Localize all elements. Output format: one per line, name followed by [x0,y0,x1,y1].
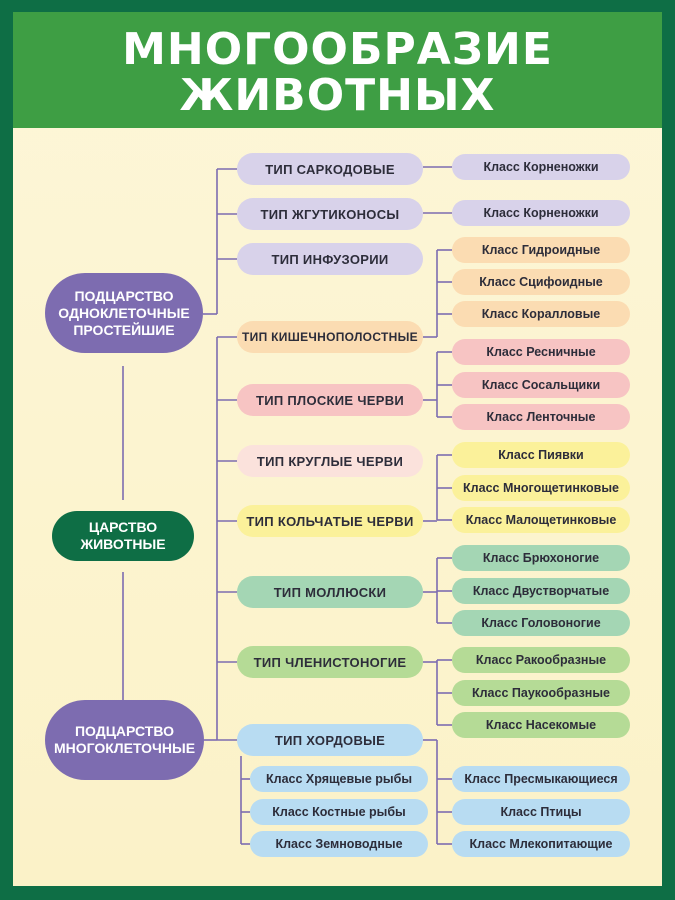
class-cestoda: Класс Ленточные [452,404,630,430]
content-panel: МНОГООБРАЗИЕ ЖИВОТНЫХ [13,12,662,886]
class-chondrichthyes: Класс Хрящевые рыбы [250,766,428,792]
class-aves: Класс Птицы [452,799,630,825]
class-crustacea: Класс Ракообразные [452,647,630,673]
class-bivalvia: Класс Двустворчатые [452,578,630,604]
class-gastropoda: Класс Брюхоногие [452,545,630,571]
subkingdom-protozoa-label: ПОДЦАРСТВО ОДНОКЛЕТОЧНЫЕ ПРОСТЕЙШИЕ [58,287,190,338]
phylum-sarcodina: ТИП САРКОДОВЫЕ [237,153,423,185]
class-reptilia: Класс Пресмыкающиеся [452,766,630,792]
class-insecta: Класс Насекомые [452,712,630,738]
class-anthozoa: Класс Коралловые [452,301,630,327]
phylum-cnidaria: ТИП КИШЕЧНОПОЛОСТНЫЕ [237,321,423,353]
kingdom-label: ЦАРСТВО ЖИВОТНЫЕ [80,519,166,552]
class-hirudinea: Класс Пиявки [452,442,630,468]
class-hydrozoa: Класс Гидроидные [452,237,630,263]
phylum-annelids: ТИП КОЛЬЧАТЫЕ ЧЕРВИ [237,505,423,537]
title-line-1: МНОГООБРАЗИЕ [122,24,553,75]
phylum-flatworms: ТИП ПЛОСКИЕ ЧЕРВИ [237,384,423,416]
class-cephalopoda: Класс Головоногие [452,610,630,636]
subkingdom-protozoa: ПОДЦАРСТВО ОДНОКЛЕТОЧНЫЕ ПРОСТЕЙШИЕ [45,273,203,353]
phylum-chordates: ТИП ХОРДОВЫЕ [237,724,423,756]
class-arachnida: Класс Паукообразные [452,680,630,706]
phylum-ciliates: ТИП ИНФУЗОРИИ [237,243,423,275]
header-banner: МНОГООБРАЗИЕ ЖИВОТНЫХ [13,12,662,128]
subkingdom-multicellular-label: ПОДЦАРСТВО МНОГОКЛЕТОЧНЫЕ [53,723,196,756]
class-oligochaeta: Класс Малощетинковые [452,507,630,533]
phylum-roundworms: ТИП КРУГЛЫЕ ЧЕРВИ [237,445,423,477]
subkingdom-multicellular: ПОДЦАРСТВО МНОГОКЛЕТОЧНЫЕ [45,700,204,780]
class-scyphozoa: Класс Сцифоидные [452,269,630,295]
phylum-arthropods: ТИП ЧЛЕНИСТОНОГИЕ [237,646,423,678]
kingdom-animals: ЦАРСТВО ЖИВОТНЫЕ [52,511,194,561]
class-osteichthyes: Класс Костные рыбы [250,799,428,825]
title-line-2: ЖИВОТНЫХ [179,70,496,121]
class-mammalia: Класс Млекопитающие [452,831,630,857]
class-amphibia: Класс Земноводные [250,831,428,857]
class-rhizopoda-2: Класс Корненожки [452,200,630,226]
phylum-mollusks: ТИП МОЛЛЮСКИ [237,576,423,608]
class-turbellaria: Класс Ресничные [452,339,630,365]
class-trematoda: Класс Сосальщики [452,372,630,398]
phylum-flagellates: ТИП ЖГУТИКОНОСЫ [237,198,423,230]
class-polychaeta: Класс Многощетинковые [452,475,630,501]
connector-lines [122,166,452,845]
class-rhizopoda-1: Класс Корненожки [452,154,630,180]
